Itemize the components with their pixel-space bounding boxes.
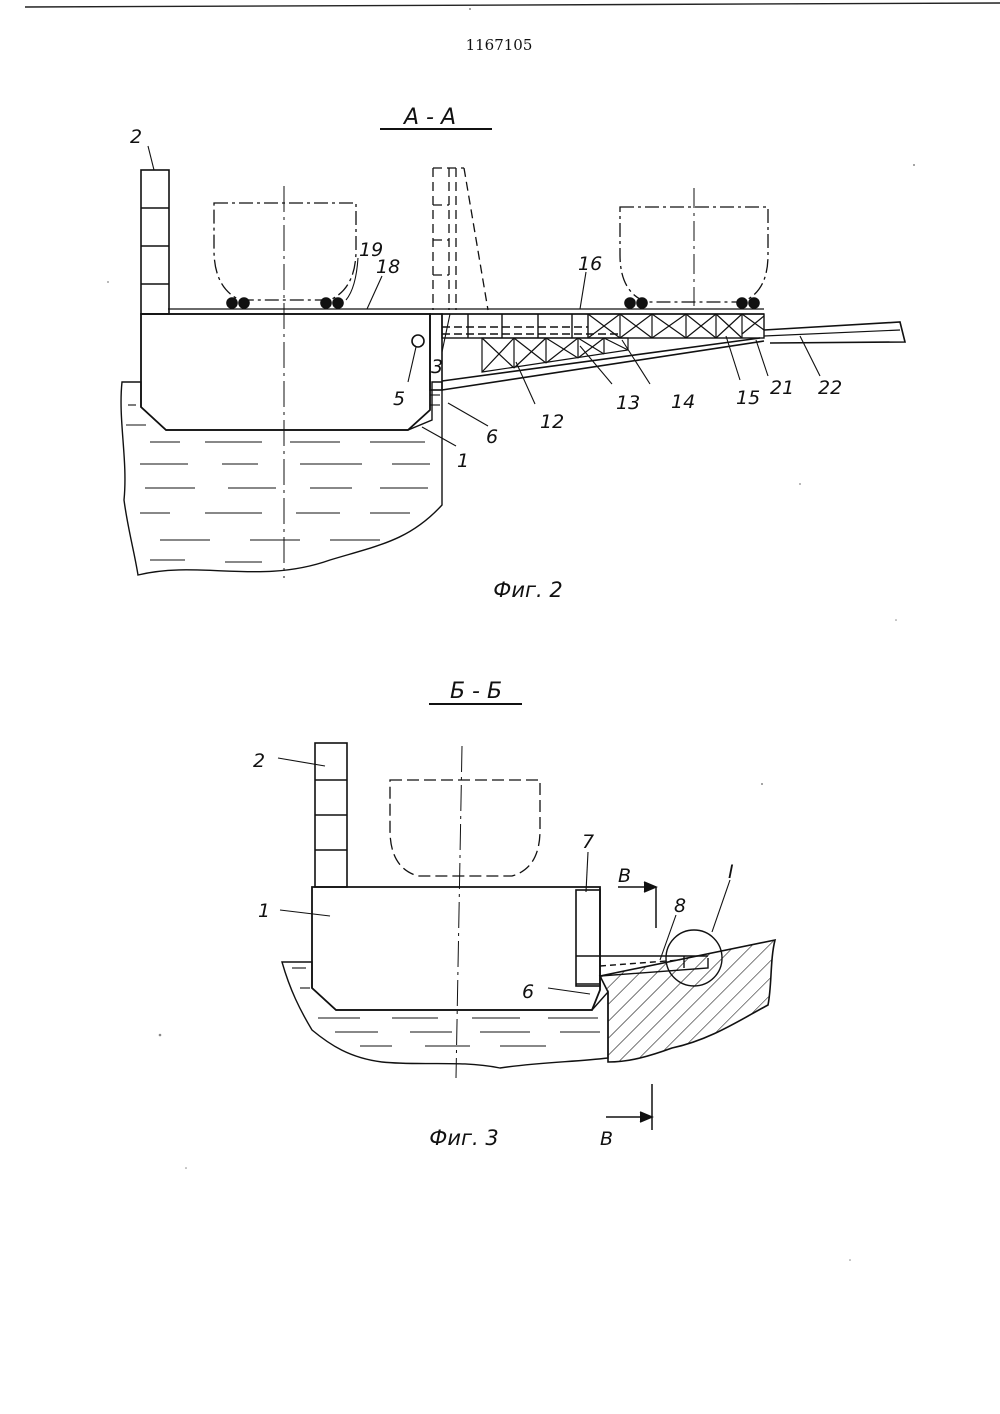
fig2-wagon-left-wheel-1 [226,297,238,309]
fig2-pontoon-hull [140,313,431,431]
fig3-label-7: 7 [582,831,594,853]
fig3-wagon-outline [389,779,541,877]
fig2-label-6: 6 [486,426,498,448]
fig3-label-V-bottom: В [600,1128,613,1150]
fig2-truss-lower-12 [481,337,629,373]
fig2-wagon-right-wheel-3 [736,297,748,309]
fig3-water-body [281,961,609,1069]
fig3-label-V-top: В [618,865,631,887]
fig2-label-16: 16 [578,253,602,275]
fig2-leader-lines [147,145,821,447]
fig2-labels: 2 19 18 16 3 5 6 1 12 13 14 15 21 22 [130,126,842,472]
fig3-section-title: Б - Б [450,679,502,704]
fig3-label-2: 2 [253,750,265,772]
figure-3: Б - Б [253,679,777,1150]
fig2-label-18: 18 [376,256,400,278]
scan-noise-dots [107,8,915,1261]
fig2-label-2: 2 [130,126,142,148]
fig2-ramp-raised-position [432,167,489,311]
fig2-water-waves [126,394,440,563]
fig2-pivot-5 [411,334,425,348]
fig2-label-15: 15 [736,387,760,409]
fig2-label-22: 22 [818,377,842,399]
fig3-label-I: I [728,861,734,883]
fig2-shore-22 [763,321,907,344]
fig3-axis [455,745,463,1079]
fig3-wall-2 [314,742,348,888]
fig2-wagon-right-wheel-1 [624,297,636,309]
fig2-label-19: 19 [359,239,383,261]
patent-number: 1167105 [466,36,533,54]
fig3-post-7 [575,889,601,987]
fig3-shore-hatched [598,938,777,1063]
fig2-inclined-beam-top [441,337,761,382]
fig2-shore-22-inner [763,329,901,337]
fig2-label-12: 12 [540,411,564,433]
fig2-wagon-left-wheel-4 [332,297,344,309]
page-top-border [24,2,1000,8]
fig2-truss-upper [587,313,765,339]
fig3-label-8: 8 [674,895,686,917]
fig2-section-title: А - А [402,105,456,130]
fig2-inclined-beam-bottom [441,340,765,391]
fig2-label-13: 13 [616,392,640,414]
fig3-caption: Фиг. 3 [429,1126,498,1150]
fig3-detail-circle-I [665,929,723,987]
fig3-pontoon-hull [311,886,601,1011]
fig2-label-1: 1 [457,450,469,472]
fig3-ramp-8 [576,955,709,985]
fig3-labels: 2 1 7 8 6 I В В [253,750,734,1150]
fig3-water-waves [292,967,600,1047]
fig2-caption: Фиг. 2 [493,578,562,602]
fig2-water-body [120,381,443,576]
fig2-label-5: 5 [393,388,405,410]
fig2-label-3: 3 [431,356,443,378]
fig2-wagon-right [619,206,769,309]
fig3-section-arrow-bottom [606,1084,654,1130]
fig3-label-1: 1 [258,900,270,922]
fig2-post-3 [429,313,443,391]
fig2-wagon-left-wheel-2 [238,297,250,309]
fig3-label-6: 6 [522,981,534,1003]
fig3-section-arrow-top [618,881,658,928]
fig2-wagon-left-wheel-3 [320,297,332,309]
fig3-leader-lines [277,757,731,995]
fig2-wagon-left [213,202,357,309]
fig2-label-21: 21 [770,377,794,399]
fig2-wagon-right-wheel-4 [748,297,760,309]
figure-2: А - А [120,105,907,602]
fig2-wagon-right-wheel-2 [636,297,648,309]
fig2-label-14: 14 [671,391,695,413]
fig2-wall-2 [140,169,170,315]
